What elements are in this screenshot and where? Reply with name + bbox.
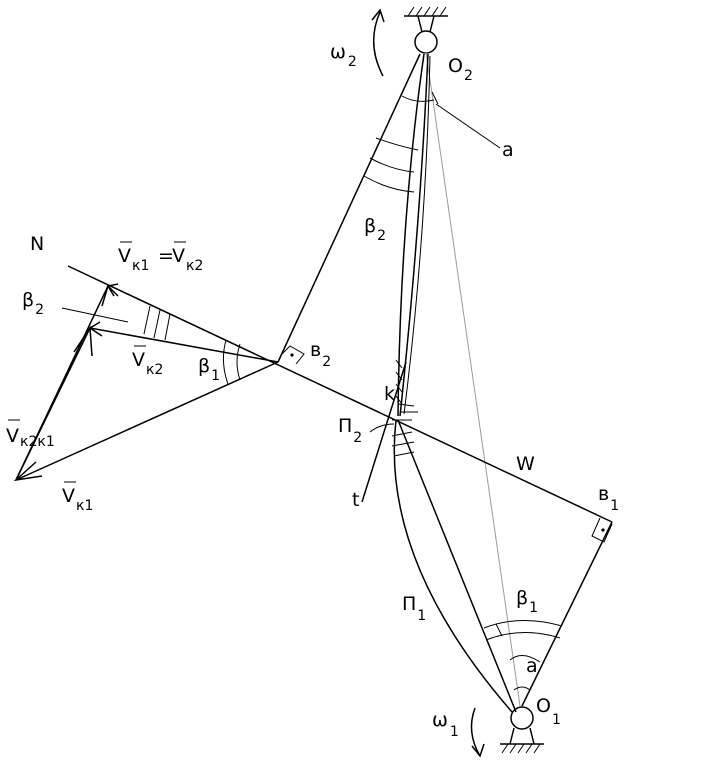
label-O1: O1 (536, 695, 561, 728)
label-a-bottom: a (526, 655, 538, 677)
label-beta2-left: β2 (22, 289, 44, 318)
label-vk1: Vк1 (62, 481, 93, 514)
vk2-line (89, 327, 279, 363)
label-b1: в1 (598, 483, 619, 514)
label-b2: в2 (310, 339, 331, 370)
vk1-line (15, 361, 279, 481)
right-angle-B1 (591, 517, 613, 543)
profile-P2 (397, 53, 425, 417)
svg-text:Vк1: Vк1 (118, 245, 149, 274)
label-k: k (384, 383, 395, 405)
link-O1-B1 (521, 521, 613, 707)
joint-O2 (414, 30, 438, 54)
svg-text:=: = (158, 245, 174, 267)
profile-P1 (393, 419, 513, 713)
tangent-t (361, 361, 407, 503)
svg-text:Vк2к1: Vк2к1 (6, 425, 55, 450)
label-vk1-eq-vk2: Vк1 = Vк2 (118, 241, 203, 274)
svg-text:Vк2: Vк2 (132, 349, 163, 378)
label-P1: П1 (402, 593, 426, 624)
label-O2: O2 (448, 55, 473, 84)
svg-text:Vк1: Vк1 (62, 485, 93, 514)
omega2-arrow (372, 11, 384, 77)
label-beta1-bottom: β1 (516, 587, 538, 616)
label-vk2: Vк2 (132, 345, 163, 378)
support-top (404, 6, 448, 33)
label-N: N (30, 233, 44, 255)
common-normal (67, 265, 613, 523)
svg-text:Vк2: Vк2 (172, 245, 203, 274)
label-W: W (516, 453, 535, 475)
label-vk2k1: Vк2к1 (6, 419, 55, 450)
link-O2-B2 (277, 53, 421, 363)
joint-O1 (510, 706, 534, 730)
label-omega1: ω1 (432, 709, 459, 740)
label-a-top: a (502, 139, 514, 161)
right-angle-B2 (281, 345, 305, 365)
center-line (425, 51, 521, 707)
label-P2: П2 (338, 415, 362, 446)
omega1-arrow (470, 707, 481, 757)
label-t: t (352, 489, 359, 511)
label-beta1-left: β1 (198, 355, 220, 384)
label-beta2-mid: β2 (364, 215, 386, 244)
support-bottom (500, 727, 544, 754)
